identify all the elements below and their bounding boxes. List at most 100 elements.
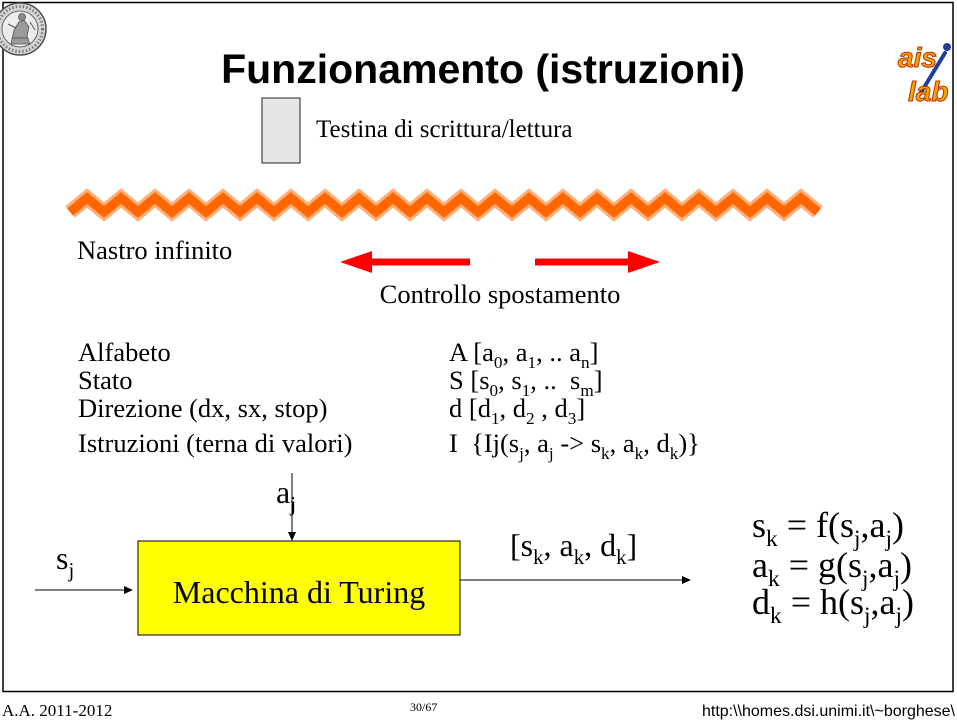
text-run: a — [276, 474, 290, 510]
seal-figure-head — [18, 13, 26, 21]
subscript: j — [863, 603, 871, 629]
subscript: 1 — [491, 409, 500, 428]
text-run: , d — [584, 527, 616, 563]
footer-course: A.A. 2011-2012 — [2, 701, 112, 720]
footer-url: http:\\homes.dsi.unimi.it\~borghese\ — [702, 703, 956, 720]
formula-symbol: ak = g(sj,aj) — [752, 545, 912, 592]
subscript: j — [289, 493, 296, 516]
subscript: j — [518, 444, 524, 463]
text-run: [s — [510, 527, 533, 563]
definition-value: d [d1, d2 , d3] — [449, 393, 585, 428]
text-run: ,a — [869, 545, 894, 585]
text-run: , a — [524, 428, 549, 458]
definition-label: Alfabeto — [78, 337, 171, 367]
tape-label: Nastro infinito — [77, 235, 232, 265]
move-right-arrow — [535, 251, 660, 273]
text-run: A [a — [449, 337, 494, 367]
subscript: 2 — [526, 409, 535, 428]
definition-label: Istruzioni (terna di valori) — [78, 428, 352, 458]
text-run: , d — [500, 393, 527, 423]
definition-label: Direzione (dx, sx, stop) — [78, 393, 328, 423]
formula-direction: dk = h(sj,aj) — [752, 582, 914, 629]
definition-value: S [s0, s1, .. sm] — [449, 365, 603, 400]
text-run: ,a — [871, 582, 896, 622]
subscript: 1 — [528, 353, 537, 372]
movement-label: Controllo spostamento — [380, 279, 621, 309]
subscript: m — [580, 381, 594, 400]
text-run: ] — [590, 337, 599, 367]
logo-text-ais: ais — [898, 42, 937, 73]
text-run: = g(s — [780, 545, 862, 585]
subscript: n — [581, 353, 590, 372]
logo-figure-head — [943, 43, 951, 51]
text-run: s — [752, 505, 766, 545]
text-run: ] — [627, 527, 638, 563]
subscript: 3 — [568, 409, 577, 428]
ais-lab-logo: ais lab — [898, 42, 951, 108]
subscript: j — [548, 444, 554, 463]
subscript: k — [635, 444, 644, 463]
subscript: 1 — [522, 381, 531, 400]
state-input-label: sj — [56, 540, 74, 582]
footer-page-number: 30/67 — [410, 700, 437, 714]
seal-engraving — [7, 21, 36, 39]
tape-band-inner — [67, 192, 821, 218]
formula-state: sk = f(sj,aj) — [752, 505, 904, 552]
text-run: = f(s — [778, 505, 854, 545]
text-run: , .. a — [536, 337, 581, 367]
slide-frame — [2, 1, 954, 693]
text-run: , a — [610, 428, 635, 458]
read-write-head — [261, 97, 301, 164]
top-input-label: aj — [276, 474, 296, 516]
head-label: Testina di scrittura/lettura — [316, 116, 573, 143]
text-run: , a — [502, 337, 527, 367]
text-run: S [s — [449, 365, 490, 395]
definition-value: A [a0, a1, .. an] — [449, 337, 598, 372]
text-run: ) — [892, 505, 904, 545]
subscript: j — [895, 603, 903, 629]
subscript: k — [601, 444, 610, 463]
text-run: , a — [544, 527, 574, 563]
seal-dotted-ring — [0, 5, 44, 53]
text-run: ] — [594, 365, 603, 395]
text-run: , d — [535, 393, 568, 423]
text-run: a — [752, 545, 768, 585]
output-arrowhead — [682, 576, 691, 584]
turing-machine-label: Macchina di Turing — [173, 574, 425, 610]
text-run: , d — [643, 428, 670, 458]
subscript: k — [616, 546, 627, 569]
subscript: j — [892, 566, 900, 592]
definition-label: Stato — [78, 365, 132, 395]
text-run: ,a — [861, 505, 886, 545]
logo-text-lab: lab — [908, 76, 948, 107]
state-input-arrowhead — [124, 586, 133, 594]
subscript: k — [670, 444, 679, 463]
text-run: ) — [902, 582, 914, 622]
text-run: )} — [678, 428, 700, 458]
subscript: j — [853, 526, 861, 552]
subscript: k — [533, 546, 544, 569]
subscript: k — [574, 546, 585, 569]
text-run: ) — [900, 545, 912, 585]
text-run: = h(s — [782, 582, 864, 622]
subscript: k — [768, 566, 780, 592]
text-run: -> s — [554, 428, 601, 458]
infinite-tape — [65, 188, 823, 222]
subscript: j — [861, 566, 869, 592]
text-run: I {Ij(s — [449, 428, 519, 458]
output-label: [sk, ak, dk] — [510, 527, 637, 569]
subscript: 0 — [494, 353, 503, 372]
text-run: d — [752, 582, 770, 622]
university-seal-icon — [0, 2, 47, 56]
subscript: 0 — [490, 381, 499, 400]
move-left-arrow — [340, 251, 470, 273]
definition-value: I {Ij(sj, aj -> sk, ak, dk)} — [449, 428, 700, 463]
text-run: d [d — [449, 393, 491, 423]
text-run: ] — [576, 393, 585, 423]
definitions-list: Alfabeto A [a0, a1, .. an] Stato S [s0, … — [78, 337, 700, 463]
subscript: j — [67, 559, 74, 582]
turing-machine-box — [137, 540, 461, 636]
subscript: k — [770, 603, 782, 629]
logo-figure — [918, 51, 947, 96]
